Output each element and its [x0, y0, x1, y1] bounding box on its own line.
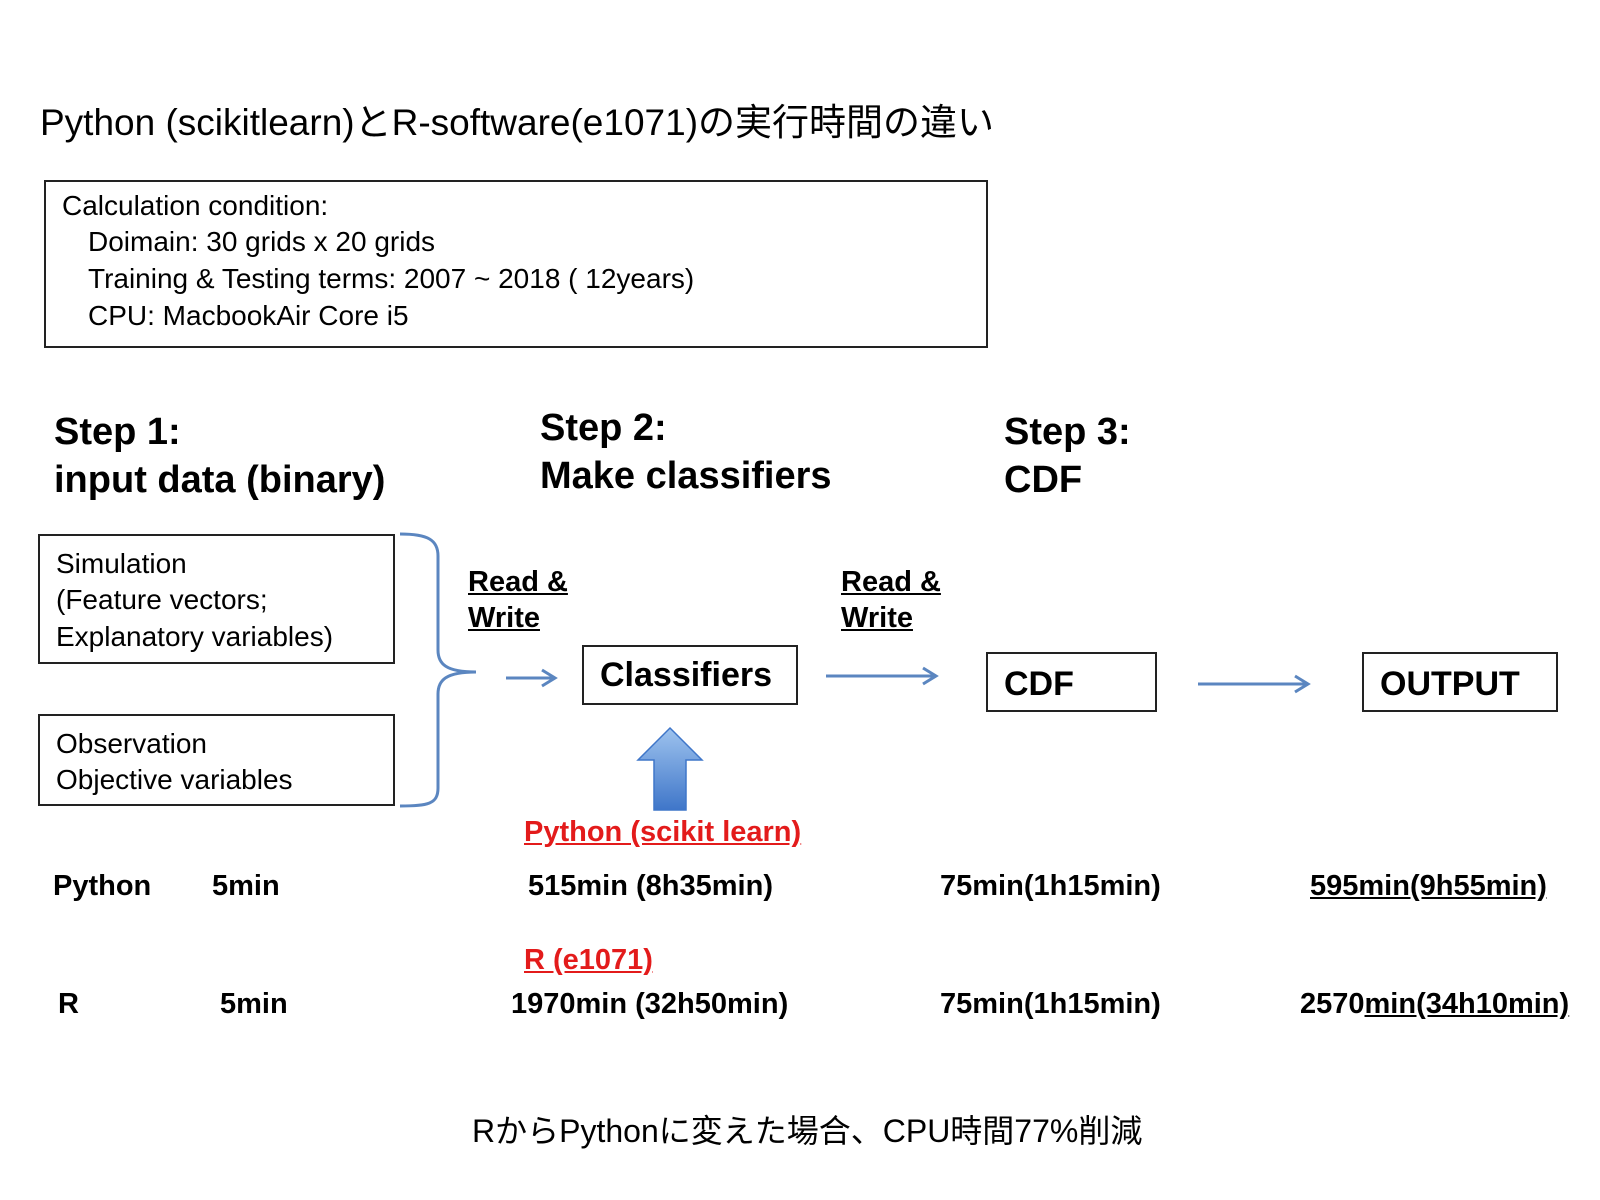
read-write-label-2: Read & Write [841, 564, 941, 636]
classifiers-label: Classifiers [600, 656, 772, 694]
condition-heading: Calculation condition: [62, 190, 329, 221]
read-write-label-1: Read & Write [468, 564, 568, 636]
simulation-box: Simulation (Feature vectors; Explanatory… [38, 534, 395, 664]
read-write-1-line1: Read & [468, 566, 568, 598]
step1-label: Step 1: [54, 411, 181, 453]
step2-label: Step 2: [540, 407, 667, 449]
cdf-label: CDF [1004, 665, 1074, 703]
step2-heading: Step 2: Make classifiers [540, 404, 832, 500]
classifiers-box: Classifiers [582, 645, 798, 705]
observation-objective: Objective variables [56, 764, 293, 795]
page-title: Python (scikitlearn)とR-software(e1071)の実… [40, 102, 995, 143]
calculation-condition-box: Calculation condition: Doimain: 30 grids… [44, 180, 988, 348]
python-row-name: Python [53, 870, 152, 902]
simulation-title: Simulation [56, 548, 187, 579]
arrow-to-output-icon [1198, 674, 1311, 694]
input-brace [399, 532, 477, 808]
r-step3-time: 75min(1h15min) [940, 988, 1161, 1020]
cdf-box: CDF [986, 652, 1157, 712]
read-write-1-line2: Write [468, 602, 540, 634]
r-row-name: R [58, 988, 79, 1020]
simulation-explanatory: Explanatory variables) [56, 621, 334, 652]
r-total-rest: min(34h10min) [1364, 988, 1570, 1020]
r-step1-time: 5min [220, 988, 288, 1020]
python-step2-time: 515min (8h35min) [528, 870, 773, 902]
observation-box: Observation Objective variables [38, 714, 395, 806]
python-total-time: 595min(9h55min) [1310, 870, 1547, 902]
step2-desc: Make classifiers [540, 455, 832, 497]
step3-heading: Step 3: CDF [1004, 408, 1131, 504]
read-write-2-line2: Write [841, 602, 913, 634]
r-total-time: 2570min(34h10min) [1300, 988, 1569, 1021]
r-step2-time: 1970min (32h50min) [511, 988, 789, 1020]
read-write-2-line1: Read & [841, 566, 941, 598]
python-step3-time: 75min(1h15min) [940, 870, 1161, 902]
simulation-feature-vectors: (Feature vectors; [56, 584, 268, 615]
step3-label: Step 3: [1004, 411, 1131, 453]
arrow-to-cdf-icon [826, 666, 939, 686]
condition-domain: Doimain: 30 grids x 20 grids [88, 226, 436, 257]
python-step1-time: 5min [212, 870, 280, 902]
r-library-label: R (e1071) [524, 944, 653, 976]
python-library-label: Python (scikit learn) [524, 816, 802, 848]
step3-desc: CDF [1004, 459, 1083, 501]
observation-title: Observation [56, 728, 207, 759]
r-total-minutes: 2570 [1300, 988, 1365, 1020]
output-label: OUTPUT [1380, 665, 1520, 703]
output-box: OUTPUT [1362, 652, 1558, 712]
up-arrow-icon [636, 726, 704, 811]
footer-summary: RからPythonに変えた場合、CPU時間77%削減 [472, 1113, 1143, 1149]
step1-heading: Step 1: input data (binary) [54, 408, 385, 504]
arrow-to-classifiers-icon [506, 668, 558, 688]
condition-cpu: CPU: MacbookAir Core i5 [88, 300, 409, 331]
condition-terms: Training & Testing terms: 2007 ~ 2018 ( … [88, 263, 695, 294]
step1-desc: input data (binary) [54, 459, 386, 501]
